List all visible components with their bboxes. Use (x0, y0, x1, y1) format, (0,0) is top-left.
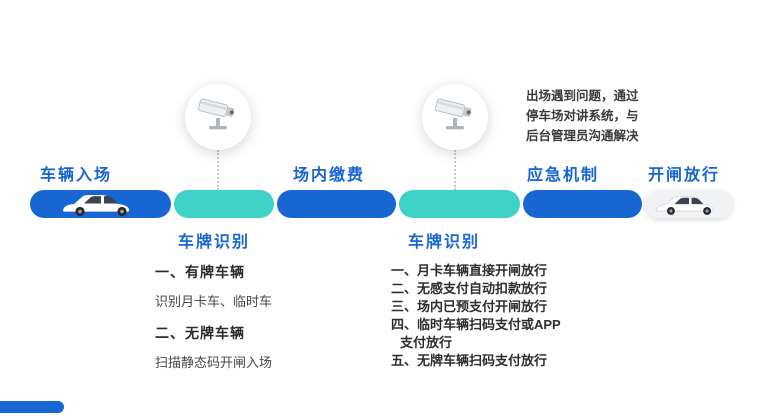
exit-rules: 一、月卡车辆直接开闸放行 二、无感支付自动扣款放行 三、场内已预支付开闸放行 四… (391, 262, 601, 370)
timeline-segment-payment (277, 190, 396, 218)
exit-rule-line: 支付放行 (400, 335, 453, 350)
entry-rule-2-desc: 扫描静态码开闸入场 (155, 355, 273, 370)
timeline-segment-plate-1 (174, 190, 274, 218)
camera-badge-2 (422, 84, 488, 150)
entry-rule-1-desc: 识别月卡车、临时车 (155, 294, 273, 309)
stage-label-emergency: 应急机制 (527, 167, 600, 184)
bottom-accent-bar (0, 401, 64, 413)
exit-rule-line: 二、无感支付自动扣款放行 (391, 281, 548, 296)
stage-label-entry: 车辆入场 (40, 167, 113, 184)
cctv-camera-icon (195, 92, 241, 143)
entry-rule-1-title: 一、有牌车辆 (155, 264, 245, 280)
emergency-note-line: 出场遇到问题，通过 (526, 89, 639, 103)
plate-recognition-label-1: 车牌识别 (178, 234, 251, 251)
camera-connector-1 (217, 150, 219, 190)
stage-label-payment: 场内缴费 (293, 167, 366, 184)
exit-rule-line: 五、无牌车辆扫码支付放行 (391, 353, 548, 368)
entry-rule-2-title: 二、无牌车辆 (155, 325, 245, 341)
emergency-note-line: 后台管理员沟通解决 (526, 129, 639, 143)
cctv-camera-icon (432, 92, 478, 143)
camera-connector-2 (454, 150, 456, 190)
timeline-segment-release (645, 190, 733, 218)
exit-rule-line: 一、月卡车辆直接开闸放行 (391, 263, 548, 278)
emergency-note-line: 停车场对讲系统，与 (526, 109, 639, 123)
exit-car-icon (652, 193, 726, 216)
camera-badge-1 (185, 84, 251, 150)
timeline-segment-entry (30, 190, 171, 218)
stage-label-release: 开闸放行 (648, 167, 721, 184)
entry-rules: 一、有牌车辆 识别月卡车、临时车 二、无牌车辆 扫描静态码开闸入场 (155, 262, 345, 371)
timeline-segment-plate-2 (399, 190, 520, 218)
entry-car-icon (58, 191, 144, 217)
emergency-note: 出场遇到问题，通过 停车场对讲系统，与 后台管理员沟通解决 (526, 86, 694, 146)
timeline-segment-emergency (523, 190, 642, 218)
exit-rule-line: 四、临时车辆扫码支付或APP (391, 317, 561, 332)
exit-rule-line: 三、场内已预支付开闸放行 (391, 299, 548, 314)
plate-recognition-label-2: 车牌识别 (408, 234, 481, 251)
